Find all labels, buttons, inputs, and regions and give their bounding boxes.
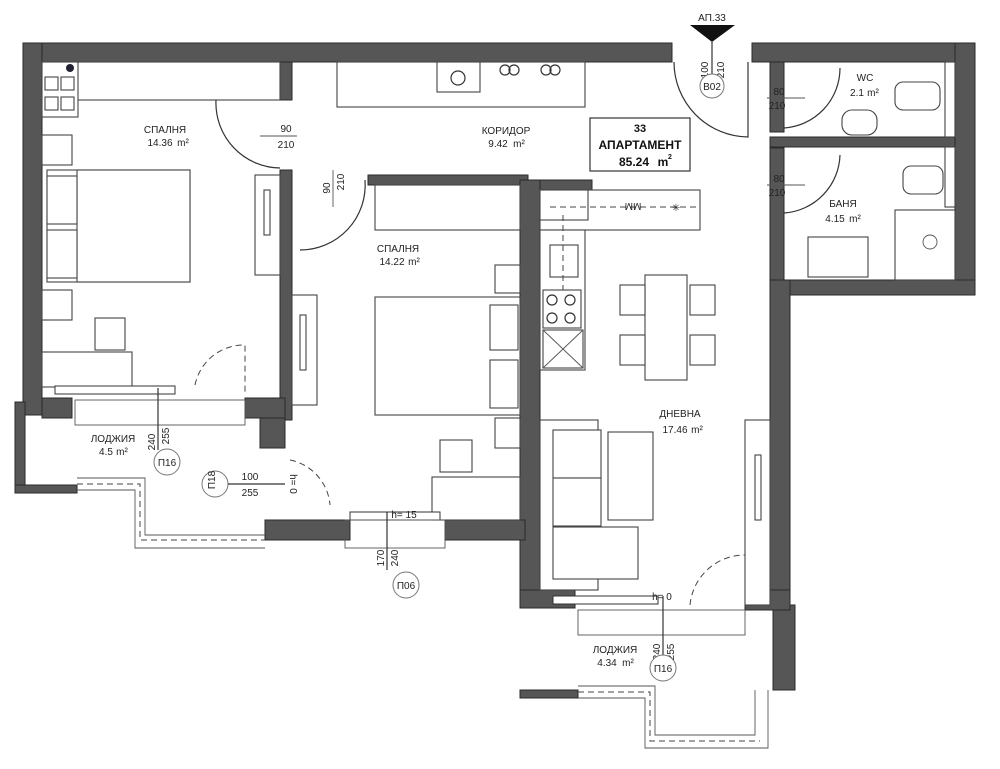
svg-text:255: 255 <box>666 643 677 660</box>
apartment-area: 85.24 <box>619 155 649 169</box>
door-swings <box>194 61 841 606</box>
kitchen-appliance-label: MM <box>625 200 642 211</box>
opening-tag: П16 <box>654 664 673 675</box>
svg-text:90: 90 <box>280 124 292 135</box>
svg-text:h= 0: h= 0 <box>287 474 298 494</box>
apartment-number: 33 <box>634 123 646 135</box>
svg-text:255: 255 <box>161 427 172 444</box>
svg-text:80: 80 <box>773 174 785 185</box>
svg-text:240: 240 <box>147 433 158 450</box>
svg-text:m²: m² <box>691 425 703 436</box>
room-area: 2.1 <box>850 88 864 99</box>
entrance-label: АП.33 <box>698 13 726 24</box>
svg-text:h= 15: h= 15 <box>391 510 417 521</box>
door-dimensions: 90 210 90 210 80 210 80 210 <box>260 87 805 207</box>
svg-text:2: 2 <box>668 154 672 161</box>
opening-tags: 240 255 П16 П18 100 255 h= 0 h= 15 170 2… <box>147 388 677 682</box>
extractor-icon: ✳ <box>672 203 680 214</box>
room-name: КОРИДОР <box>482 126 531 137</box>
svg-text:100: 100 <box>242 472 259 483</box>
room-area: 14.36 <box>147 138 172 149</box>
entrance-height: 210 <box>716 61 727 78</box>
svg-text:m²: m² <box>116 447 128 458</box>
room-name: СПАЛНЯ <box>377 244 419 255</box>
svg-text:210: 210 <box>769 101 786 112</box>
apartment-title: АПАРТАМЕНТ <box>599 138 683 152</box>
room-name: WC <box>857 73 874 84</box>
room-labels: СПАЛНЯ 14.36 m² КОРИДОР 9.42 m² СПАЛНЯ 14.… <box>91 73 880 669</box>
svg-text:m²: m² <box>849 214 861 225</box>
svg-text:240: 240 <box>652 643 663 660</box>
svg-text:m²: m² <box>513 139 525 150</box>
svg-text:h= 0: h= 0 <box>652 592 672 603</box>
svg-text:m: m <box>658 155 669 169</box>
svg-text:210: 210 <box>278 140 295 151</box>
svg-text:m²: m² <box>622 658 634 669</box>
room-area: 4.5 <box>99 447 113 458</box>
room-area: 4.34 <box>597 658 617 669</box>
entrance-marker: АП.33 100 210 B02 <box>690 13 735 99</box>
furniture: MM ✳ <box>41 61 956 606</box>
loggias <box>74 399 769 749</box>
apartment-label: 33 АПАРТАМЕНТ 85.24 m 2 <box>589 117 691 172</box>
opening-tag: П18 <box>207 470 218 489</box>
room-name: ЛОДЖИЯ <box>593 645 638 656</box>
room-area: 14.22 <box>379 257 404 268</box>
room-name: СПАЛНЯ <box>144 125 186 136</box>
svg-text:90: 90 <box>322 182 333 194</box>
room-area: 17.46 <box>662 425 687 436</box>
room-area: 4.15 <box>825 214 845 225</box>
svg-text:m²: m² <box>408 257 420 268</box>
svg-text:m²: m² <box>177 138 189 149</box>
opening-tag: П06 <box>397 581 416 592</box>
entrance-width: 100 <box>700 61 711 78</box>
walls <box>14 42 976 699</box>
room-name: БАНЯ <box>829 199 856 210</box>
svg-text:210: 210 <box>336 173 347 190</box>
opening-tag: П16 <box>158 458 177 469</box>
svg-text:80: 80 <box>773 87 785 98</box>
svg-text:m²: m² <box>867 88 879 99</box>
svg-text:170: 170 <box>376 549 387 566</box>
entrance-door-tag: B02 <box>703 82 721 93</box>
room-name: ЛОДЖИЯ <box>91 434 136 445</box>
svg-text:210: 210 <box>769 188 786 199</box>
room-name: ДНЕВНА <box>659 409 701 420</box>
svg-text:240: 240 <box>390 549 401 566</box>
svg-text:255: 255 <box>242 488 259 499</box>
room-area: 9.42 <box>488 139 508 150</box>
